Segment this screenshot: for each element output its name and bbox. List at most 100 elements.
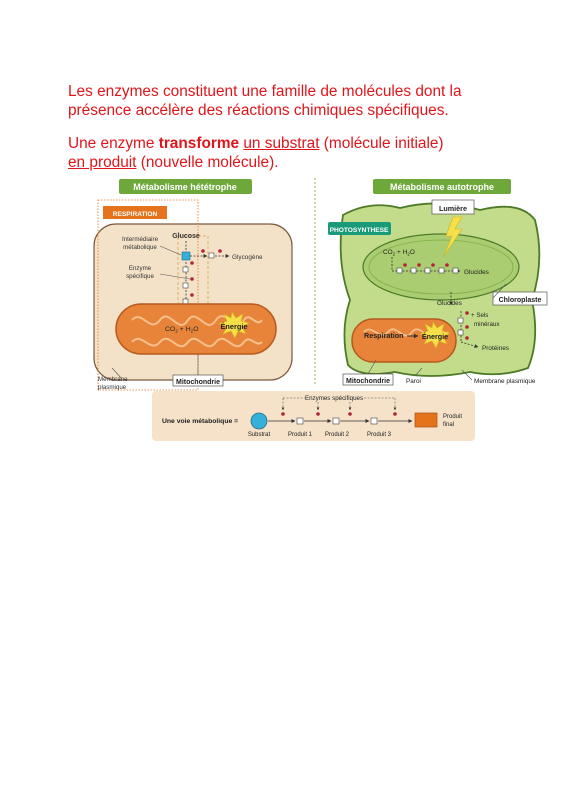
produit1-square bbox=[296, 417, 304, 425]
produit3-square bbox=[370, 417, 378, 425]
co2-h2o-right: CO2+H2O bbox=[383, 249, 415, 257]
auto-title-bar bbox=[373, 179, 511, 194]
mitochondrie-leader-right bbox=[367, 359, 377, 375]
substrat-circle bbox=[250, 412, 268, 430]
p2-text-a: Une enzyme bbox=[68, 135, 159, 152]
intermediaire-label-2: métabolique bbox=[123, 244, 157, 251]
enzyme-dot bbox=[465, 336, 469, 340]
energy-burst bbox=[218, 311, 250, 339]
respiration-tag bbox=[103, 206, 167, 219]
mitochondrie-label-left: Mitochondrie bbox=[176, 379, 220, 386]
photosynthese-tag-label: PHOTOSYNTHESE bbox=[330, 227, 389, 234]
mitochondria bbox=[115, 303, 277, 355]
photosynthese-tag bbox=[328, 222, 391, 235]
enzyme-dot bbox=[348, 412, 352, 416]
enzyme-label-2: spécifique bbox=[126, 273, 154, 280]
intermediaire-label-1: Intermédiaire bbox=[122, 236, 159, 243]
produit2-label: Produit 2 bbox=[325, 432, 350, 438]
intro-line-2: présence accélère des réactions chimique… bbox=[68, 102, 449, 119]
chloroplast bbox=[362, 233, 520, 301]
proteines-arrow bbox=[460, 341, 479, 348]
lumiere-label: Lumière bbox=[439, 204, 467, 213]
lightning-icon bbox=[443, 216, 463, 257]
enzyme-dot bbox=[190, 277, 194, 281]
produit-final-label-1: Produit bbox=[443, 414, 462, 420]
chloro-square bbox=[424, 267, 431, 274]
paroi-label: Paroi bbox=[406, 378, 421, 385]
energy-burst-right bbox=[419, 321, 451, 349]
intro-line-1: Les enzymes constituent une famille de m… bbox=[68, 83, 462, 100]
enzyme-dot bbox=[417, 263, 421, 267]
enzyme-dot bbox=[445, 263, 449, 267]
p2-text-c: (nouvelle molécule). bbox=[136, 154, 279, 171]
hetero-title: Métabolisme hététrophe bbox=[133, 182, 237, 192]
enzyme-dot bbox=[281, 412, 285, 416]
protein-square bbox=[457, 329, 464, 336]
chloroplaste-leader bbox=[492, 283, 507, 299]
intermediaire-leader bbox=[159, 245, 182, 256]
voie-strip bbox=[152, 391, 475, 441]
intro-paragraph-1: Les enzymes constituent une famille de m… bbox=[68, 82, 462, 120]
enzyme-dot bbox=[190, 261, 194, 265]
chloroplaste-box bbox=[492, 291, 548, 306]
paroi-leader bbox=[414, 367, 423, 377]
voie-label: Une voie métabolique = bbox=[162, 418, 238, 425]
enzyme-dot bbox=[316, 412, 320, 416]
enzyme-leader bbox=[159, 273, 191, 280]
sels-label-2: minéraux bbox=[474, 321, 500, 328]
membrane-plasmique-leader bbox=[461, 369, 473, 381]
chloroplaste-label: Chloroplaste bbox=[499, 297, 542, 304]
produit3-label: Produit 3 bbox=[367, 432, 392, 438]
enzyme-dot bbox=[218, 249, 222, 253]
produit2-square bbox=[332, 417, 340, 425]
mitochondrie-label-right: Mitochondrie bbox=[346, 378, 390, 385]
intermediate-square-2 bbox=[182, 282, 189, 289]
glucides-label-2: Glucides bbox=[437, 300, 462, 307]
chloro-square bbox=[438, 267, 445, 274]
membrane-label-1: Membrane bbox=[98, 376, 128, 383]
p2-text-b: (molécule initiale) bbox=[319, 135, 444, 152]
respiration-zone bbox=[97, 199, 199, 391]
membrane-leader bbox=[111, 367, 123, 380]
proteines-label: Protéines bbox=[482, 345, 509, 352]
p2-bold-transforme: transforme bbox=[158, 135, 240, 152]
energie-label-left: Énergie bbox=[220, 322, 247, 331]
enzyme-label-1: Enzyme bbox=[129, 265, 152, 272]
co2-h2o-left: CO2+H2O bbox=[165, 326, 199, 334]
energie-label-right: Énergie bbox=[422, 332, 448, 341]
p2-underline-substrat: un substrat bbox=[243, 135, 320, 152]
enzyme-dot bbox=[201, 249, 205, 253]
p2-underline-produit: en produit bbox=[68, 154, 137, 171]
chloro-square bbox=[410, 267, 417, 274]
glycogen-square bbox=[208, 252, 215, 259]
enzyme-dot bbox=[465, 311, 469, 315]
mitochondria-cristae bbox=[131, 337, 263, 348]
chloroplast-inner-membrane bbox=[368, 239, 514, 295]
chloro-square bbox=[396, 267, 403, 274]
intro-paragraph-2: Une enzyme transforme un substrat (moléc… bbox=[68, 134, 444, 172]
glycogene-label: Glycogène bbox=[232, 254, 263, 261]
protein-square bbox=[457, 317, 464, 324]
respiration-tag-label: RESPIRATION bbox=[113, 211, 158, 218]
enzyme-dot bbox=[393, 412, 397, 416]
substrat-label: Substrat bbox=[248, 432, 271, 438]
membrane-plasmique-label: Membrane plasmique bbox=[474, 378, 536, 385]
hetero-title-bar bbox=[119, 179, 252, 194]
produit1-label: Produit 1 bbox=[288, 432, 313, 438]
chloro-square bbox=[452, 267, 459, 274]
mitochondria-cristae bbox=[131, 315, 263, 326]
substrate-square bbox=[181, 251, 191, 261]
lumiere-box bbox=[431, 199, 475, 215]
membrane-label-2: plasmique bbox=[98, 384, 127, 391]
glucides-label-1: Glucides bbox=[464, 269, 489, 276]
sels-label-1: + Sels bbox=[471, 312, 488, 319]
respiration-label: Respiration bbox=[364, 331, 404, 340]
enzymes-label: Enzymes spécifiques bbox=[305, 395, 363, 402]
enzyme-dot bbox=[465, 325, 469, 329]
glucose-label: Glucose bbox=[172, 233, 200, 240]
produit-final-square bbox=[414, 412, 438, 428]
auto-title: Métabolisme autotrophe bbox=[390, 182, 494, 192]
enzyme-dot bbox=[190, 293, 194, 297]
enzyme-dot bbox=[403, 263, 407, 267]
